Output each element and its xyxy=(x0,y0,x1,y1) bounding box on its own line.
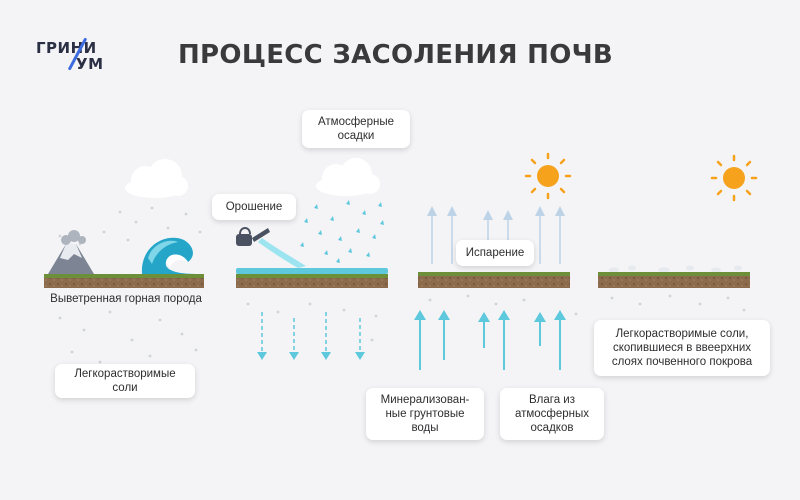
brand-logo: ГРИНИ УМ xyxy=(36,36,116,76)
stage3-soil xyxy=(418,272,570,288)
capillary-arrows xyxy=(414,310,566,370)
stage3-sun-icon xyxy=(524,152,572,200)
rain-drops xyxy=(300,200,384,263)
wave-icon xyxy=(141,237,196,274)
stage2-cloud-icon xyxy=(316,158,380,196)
groundwater-callout: Минерализован-ные грунтовые воды xyxy=(366,388,484,440)
moisture-callout: Влага из атмосферных осадков xyxy=(500,388,604,440)
rock-label: Выветренная горная порода xyxy=(50,293,202,305)
stage1-soil xyxy=(44,274,204,288)
watering-can-icon xyxy=(236,227,270,246)
accumulated-salts-callout: Легкорастворимые соли, скопившиеся в вве… xyxy=(594,320,770,376)
stage2-salt-dots xyxy=(246,302,378,342)
volcano-icon xyxy=(48,230,94,274)
precipitation-callout: Атмосферные осадки xyxy=(302,110,410,148)
brand-line1: ГРИНИ xyxy=(36,39,97,57)
salt-crust xyxy=(609,265,742,273)
infiltration-arrows xyxy=(257,312,365,360)
stage4-salt-dots xyxy=(610,294,746,312)
stage2-soil xyxy=(236,268,388,288)
stage4-soil xyxy=(598,272,750,288)
stage4-sun-icon xyxy=(710,154,758,202)
stage1-cloud-icon xyxy=(125,159,188,198)
evaporation-callout: Испарение xyxy=(456,240,534,266)
stage3-salt-dots xyxy=(428,294,578,316)
page-title: ПРОЦЕСС ЗАСОЛЕНИЯ ПОЧВ xyxy=(178,40,614,70)
salt-dots xyxy=(58,206,202,364)
brand-line2: УМ xyxy=(76,55,104,73)
irrigation-stream xyxy=(258,238,306,268)
soluble-salts-callout: Легкорастворимые соли xyxy=(55,364,195,398)
irrigation-callout: Орошение xyxy=(212,194,296,220)
